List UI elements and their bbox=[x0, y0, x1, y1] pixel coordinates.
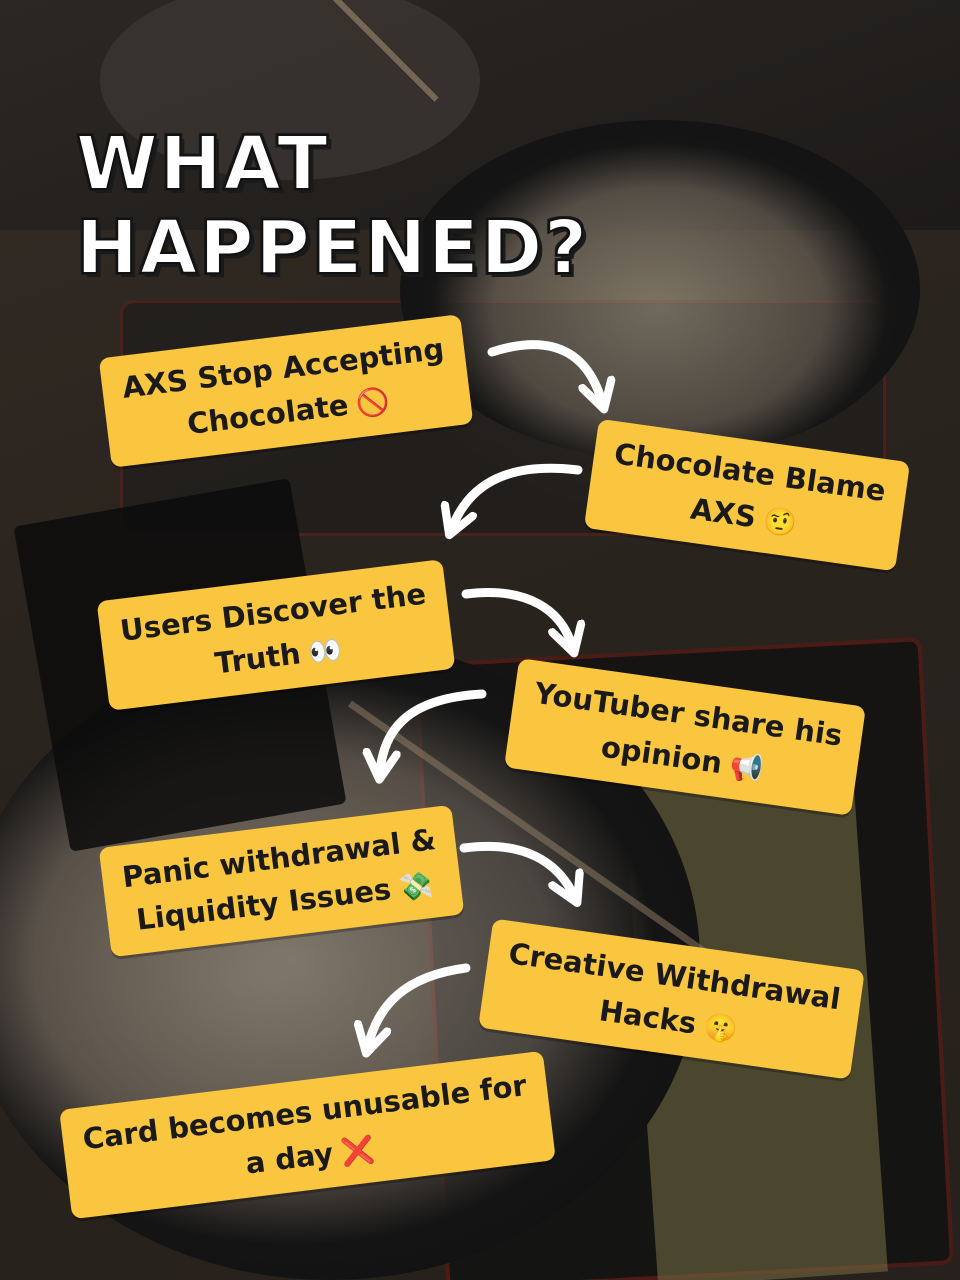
arrow-3-icon bbox=[461, 588, 572, 646]
prohibited-icon: 🚫 bbox=[354, 385, 392, 421]
background-hand bbox=[100, 0, 480, 180]
step-3-line-2: Truth bbox=[212, 636, 303, 681]
background-ramen-bowl-top bbox=[400, 120, 920, 460]
cross-mark-icon: ❌ bbox=[339, 1134, 377, 1169]
page-title: WHAT HAPPENED? bbox=[75, 121, 590, 291]
eyes-icon: 👀 bbox=[306, 634, 344, 670]
money-with-wings-icon: 💸 bbox=[397, 869, 435, 905]
shushing-face-icon: 🤫 bbox=[701, 1010, 740, 1047]
raised-eyebrow-face-icon: 🤨 bbox=[761, 504, 799, 541]
step-7-line-2: a day bbox=[243, 1136, 336, 1181]
arrow-4-icon bbox=[380, 689, 487, 772]
arrow-2-icon bbox=[452, 463, 583, 528]
step-6-line-2: Hacks bbox=[597, 993, 699, 1041]
arrow-1-icon bbox=[487, 340, 602, 402]
title-line-2: HAPPENED? bbox=[75, 205, 590, 291]
arrow-5-icon bbox=[459, 841, 574, 896]
megaphone-icon: 📢 bbox=[727, 750, 766, 787]
title-line-1: WHAT bbox=[75, 121, 330, 207]
arrow-6-icon bbox=[368, 963, 471, 1046]
step-2-line-2: AXS bbox=[688, 491, 759, 535]
